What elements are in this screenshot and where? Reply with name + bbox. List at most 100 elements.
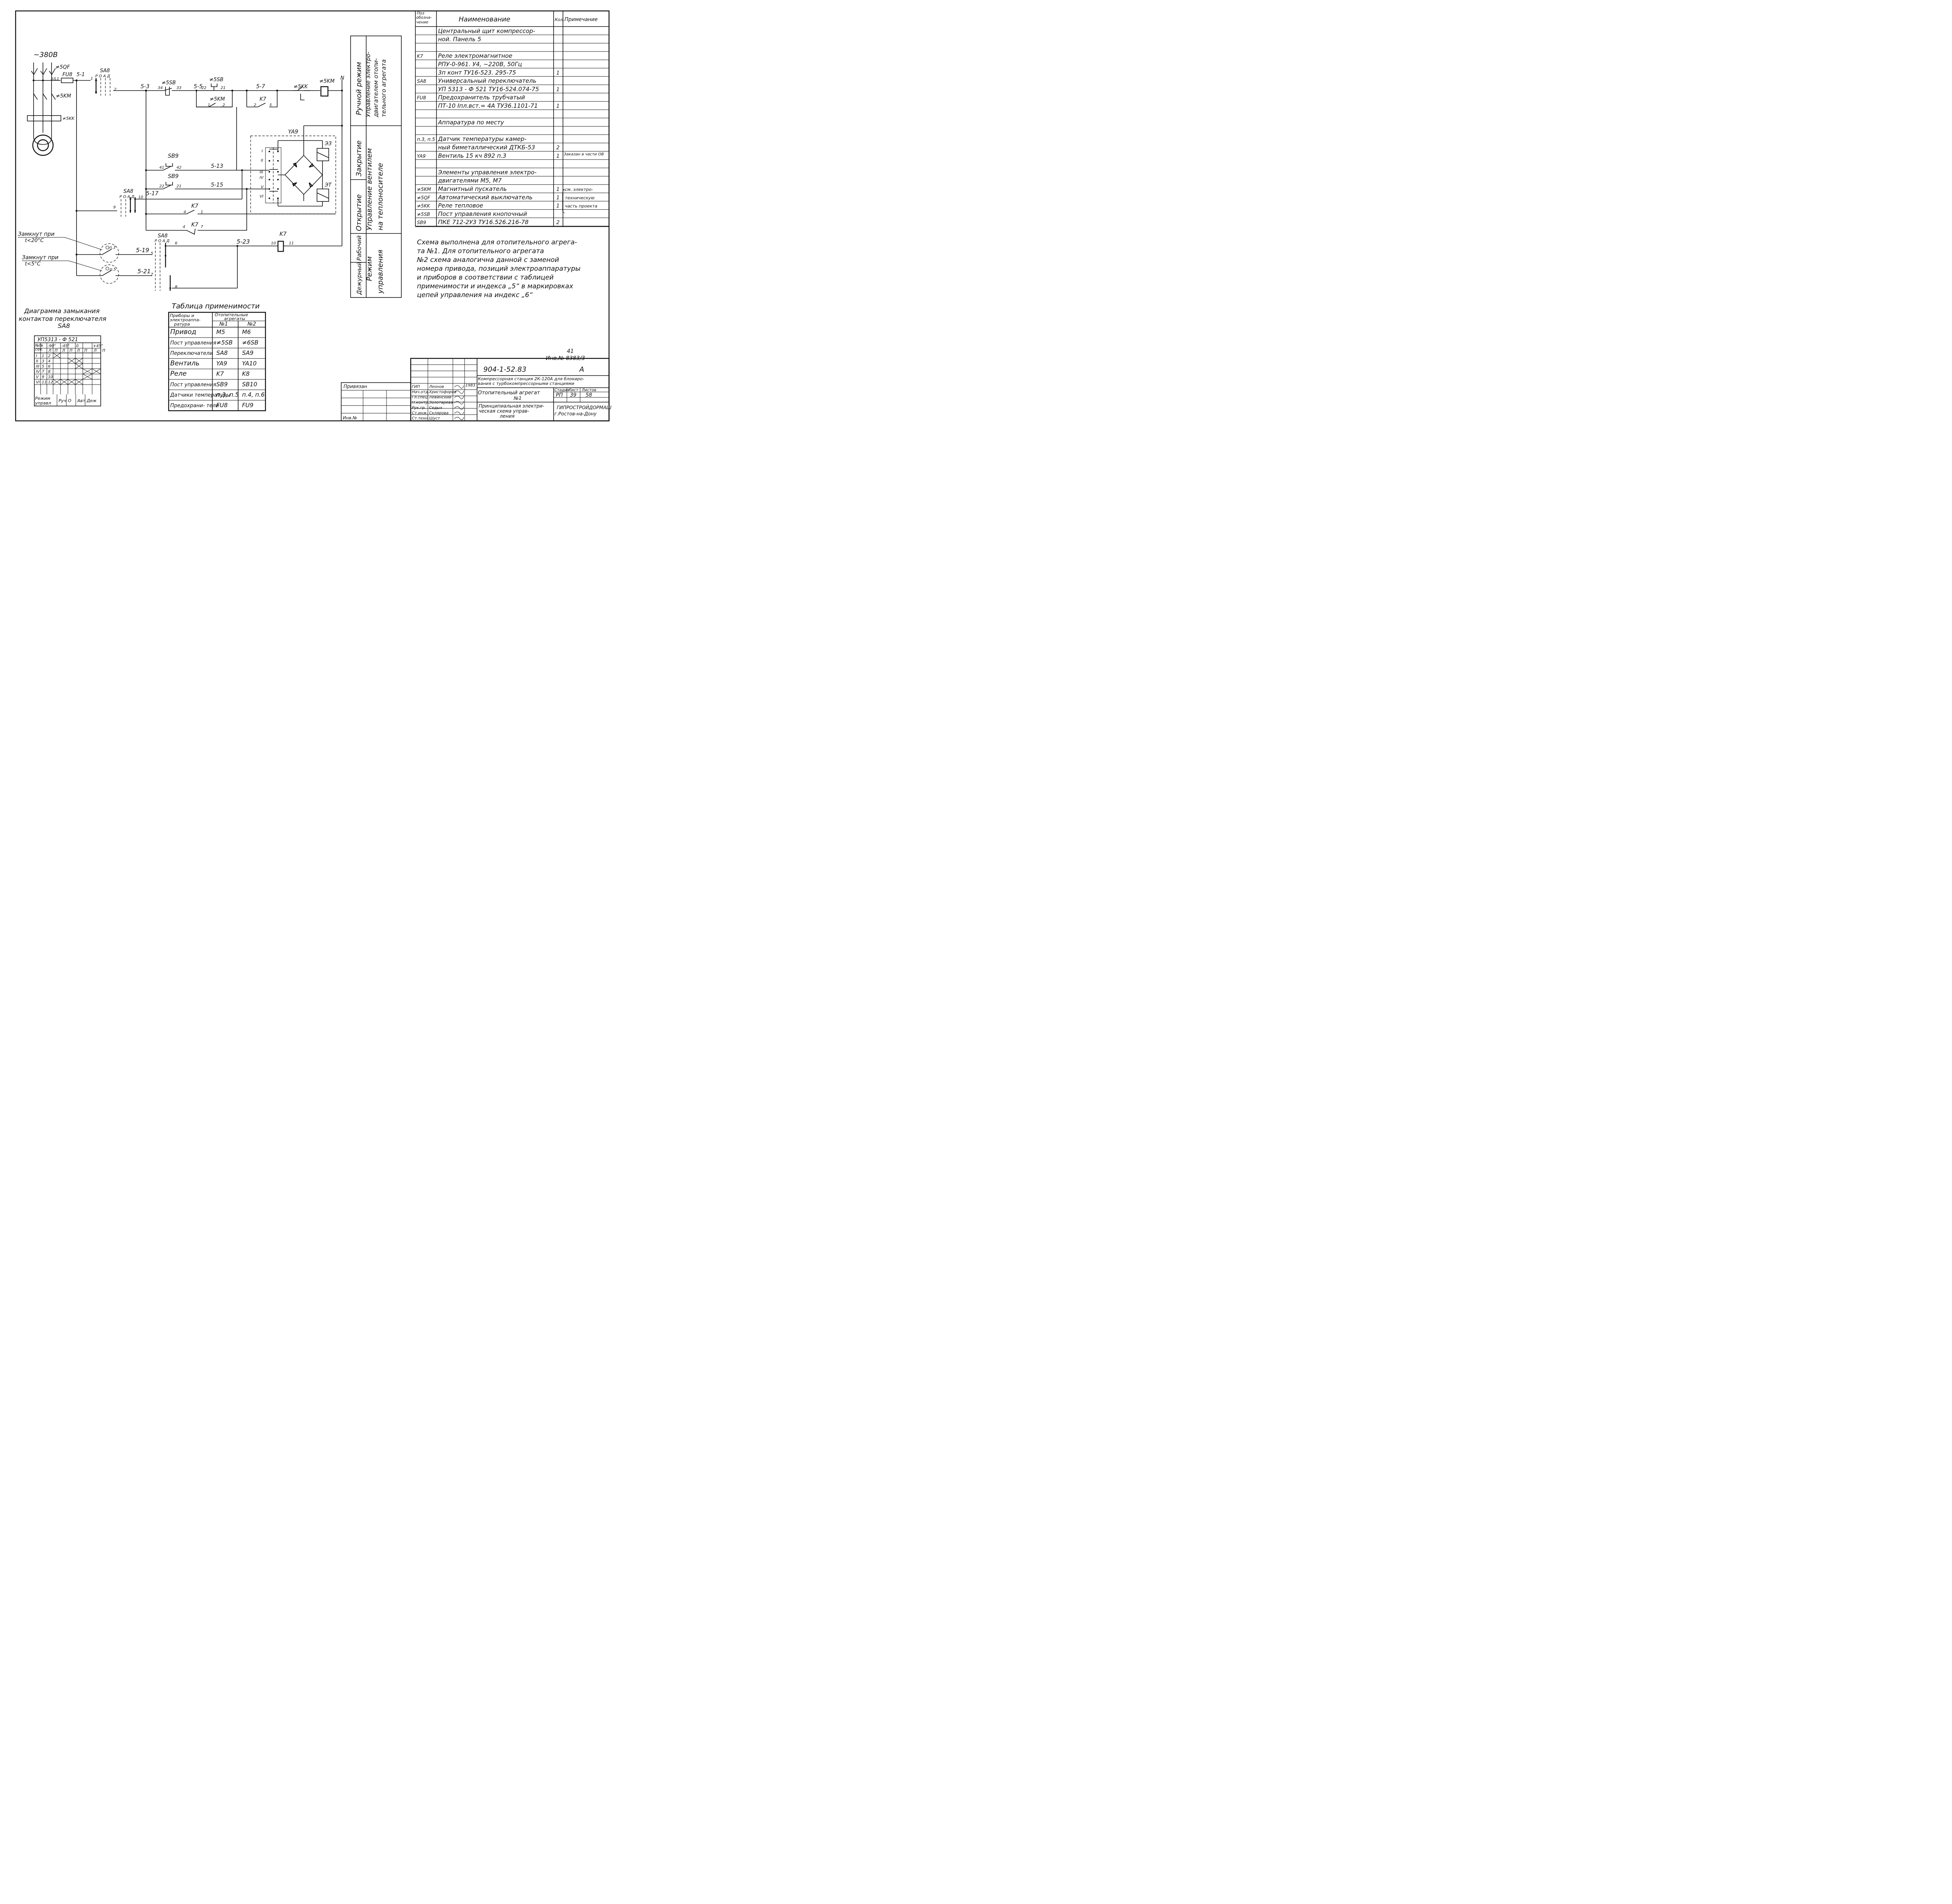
wire-5-7: 5-7 xyxy=(256,84,265,90)
diagram-section: III xyxy=(36,365,39,369)
svg-text:10: 10 xyxy=(138,195,143,199)
diagram-contact: 6 xyxy=(48,365,50,369)
diagram-pos: Л xyxy=(93,349,97,353)
applic-agg2: SA9 xyxy=(242,349,253,356)
spec-row-qty: 1 xyxy=(556,187,559,192)
note-line: применимости и индекса „5“ в маркировках xyxy=(417,283,573,290)
sheet-frame xyxy=(15,10,610,422)
spec-row-name: Магнитный пускатель xyxy=(438,185,507,192)
spec-row-qty: 2 xyxy=(556,145,559,151)
signature xyxy=(454,411,464,415)
stamp-role: Ст.инж. xyxy=(412,411,428,415)
spec-row-name: двигателями М5, М7 xyxy=(438,177,502,184)
signature xyxy=(454,406,464,410)
mode-manual-desc-3: тельного агрегата xyxy=(380,59,387,117)
mode-label-box: Ручной режим Управление электро- двигате… xyxy=(350,36,402,298)
sb5-start-button[interactable]: ≠5SB 22 21 xyxy=(201,77,226,91)
applic-h1: Приборы и xyxy=(170,313,194,318)
stamp-role: Нач.отд. xyxy=(412,390,429,394)
sa8-mid-positions: Р О А Д xyxy=(119,195,134,199)
wire-5-13: 5-13 xyxy=(211,163,223,169)
diagram-pos: П xyxy=(102,349,105,353)
diagram-pos: Л xyxy=(62,349,65,353)
stamp-sheets-h: Листов xyxy=(581,388,596,392)
note-line: Схема выполнена для отопительного агрега… xyxy=(417,239,577,246)
spec-row-pos: SA8 xyxy=(417,78,426,84)
sensor-p5: п.5 xyxy=(77,264,152,284)
schematic-svg: Центральный щит компрессор-ной. Панель 5… xyxy=(15,10,611,422)
spec-row-qty: 1 xyxy=(556,203,559,209)
svg-text:7: 7 xyxy=(151,273,153,277)
closed-label-1b: t<20°С xyxy=(25,238,44,244)
spec-row-note: техническую xyxy=(565,195,595,200)
diagram-contact: 8 xyxy=(48,370,50,374)
mode-ctrl-1: Режим xyxy=(365,256,374,281)
spec-row-name: ной. Панель 5 xyxy=(438,36,481,43)
wire-5-23: 5-23 xyxy=(237,238,250,245)
note-line: №2 схема аналогична данной с заменой xyxy=(417,256,559,264)
note-line: и приборов в соответствии с таблицей xyxy=(417,274,554,281)
svg-text:22: 22 xyxy=(159,184,164,189)
spec-row-pos: ≠5QF xyxy=(417,195,431,200)
applic-agg1: ≠5SB xyxy=(216,339,233,346)
sb9-open-button[interactable]: SB9 22 21 xyxy=(146,173,269,189)
stamp-sheet-h: Лист xyxy=(568,388,579,392)
sb9-close-button[interactable]: SB9 41 42 xyxy=(146,153,269,171)
wire-5-3: 5-3 xyxy=(141,84,150,90)
stamp-sheet: 39 xyxy=(570,392,577,398)
kk5-thermal-contact: ≠5KK xyxy=(293,84,310,100)
applic-device: Датчики температуры xyxy=(170,392,230,398)
svg-text:21: 21 xyxy=(176,184,182,189)
mode-close: Закрытие xyxy=(355,141,363,176)
spec-row-pos: ≠5SB xyxy=(417,212,430,217)
spec-row-name: УП 5313 - Ф 521 ТУ16-524.074-75 xyxy=(438,85,539,93)
k7-c-contact: K7 4 7 xyxy=(146,189,247,235)
diagram-section: II xyxy=(36,359,38,363)
wire-5-5: 5-5 xyxy=(194,84,203,90)
svg-text:п.5: п.5 xyxy=(110,267,116,272)
sa8-mid[interactable]: SA8 Р О А Д 9 10 xyxy=(113,189,143,217)
spec-row-pos: YA9 xyxy=(417,153,426,159)
stamp-project-2: вания с турбокомпрессорными станциями xyxy=(478,381,574,386)
diagram-section: VI xyxy=(36,380,40,385)
sb5-stop-button[interactable]: ≠5SB 34 33 xyxy=(158,80,195,96)
et-label: ЭТ xyxy=(324,182,332,188)
applic-device: Предохрани- тели xyxy=(170,403,219,409)
spec-row-name: Универсальный переключатель xyxy=(438,77,536,84)
neutral-label: N xyxy=(340,75,344,81)
svg-text:I: I xyxy=(262,149,263,153)
signature xyxy=(454,390,464,394)
applic-h3: №1 xyxy=(219,321,228,327)
stamp-object: Отопительный агрегат xyxy=(478,390,540,396)
applic-device: Пост управления xyxy=(170,382,216,388)
k7-b-contact: K7 4 1 xyxy=(146,203,336,214)
svg-text:2: 2 xyxy=(223,103,225,107)
mode-valve-desc-1: Управление вентилем xyxy=(365,148,374,230)
diagram-title-2: контактов переключателя xyxy=(19,315,107,322)
note-line: номера привода, позиций электроаппаратур… xyxy=(417,265,581,273)
signature xyxy=(454,417,464,420)
sa8-low[interactable]: SA8 Р О А Д 6 8 5 7 xyxy=(151,233,177,291)
applic-agg1: п.3, п.5 xyxy=(216,391,239,398)
applic-agg2: п.4, п.6 xyxy=(242,391,265,398)
note-line: та №1. Для отопительного агрегата xyxy=(417,248,544,255)
svg-text:33: 33 xyxy=(176,86,182,90)
spec-row-pos: ≠5KK xyxy=(417,203,431,209)
svg-text:VI: VI xyxy=(260,194,264,199)
fuse-fu8 xyxy=(61,78,73,83)
spec-row-pos: FU8 xyxy=(417,95,426,101)
diagram-contact: 2 xyxy=(48,354,50,358)
diagram-mode-label: Режим xyxy=(35,396,50,401)
sa8-top[interactable]: SA8 Р О А Д 1 2 xyxy=(91,68,116,96)
spec-row-name: 3п конт ТУ16-523. 295-75 xyxy=(438,69,516,76)
sa8-top-label: SA8 xyxy=(100,68,110,74)
spec-header-note: Примечание xyxy=(565,17,598,23)
k7-coil xyxy=(277,240,284,252)
applic-agg2: SB10 xyxy=(242,381,257,388)
diagram-contact: 7 xyxy=(42,370,45,374)
motor-symbol xyxy=(32,134,54,156)
diagram-contact: 1 xyxy=(42,354,44,358)
inv-no-label: Инв.№ xyxy=(343,415,357,420)
svg-text:5: 5 xyxy=(151,251,153,256)
svg-text:41: 41 xyxy=(159,166,164,170)
